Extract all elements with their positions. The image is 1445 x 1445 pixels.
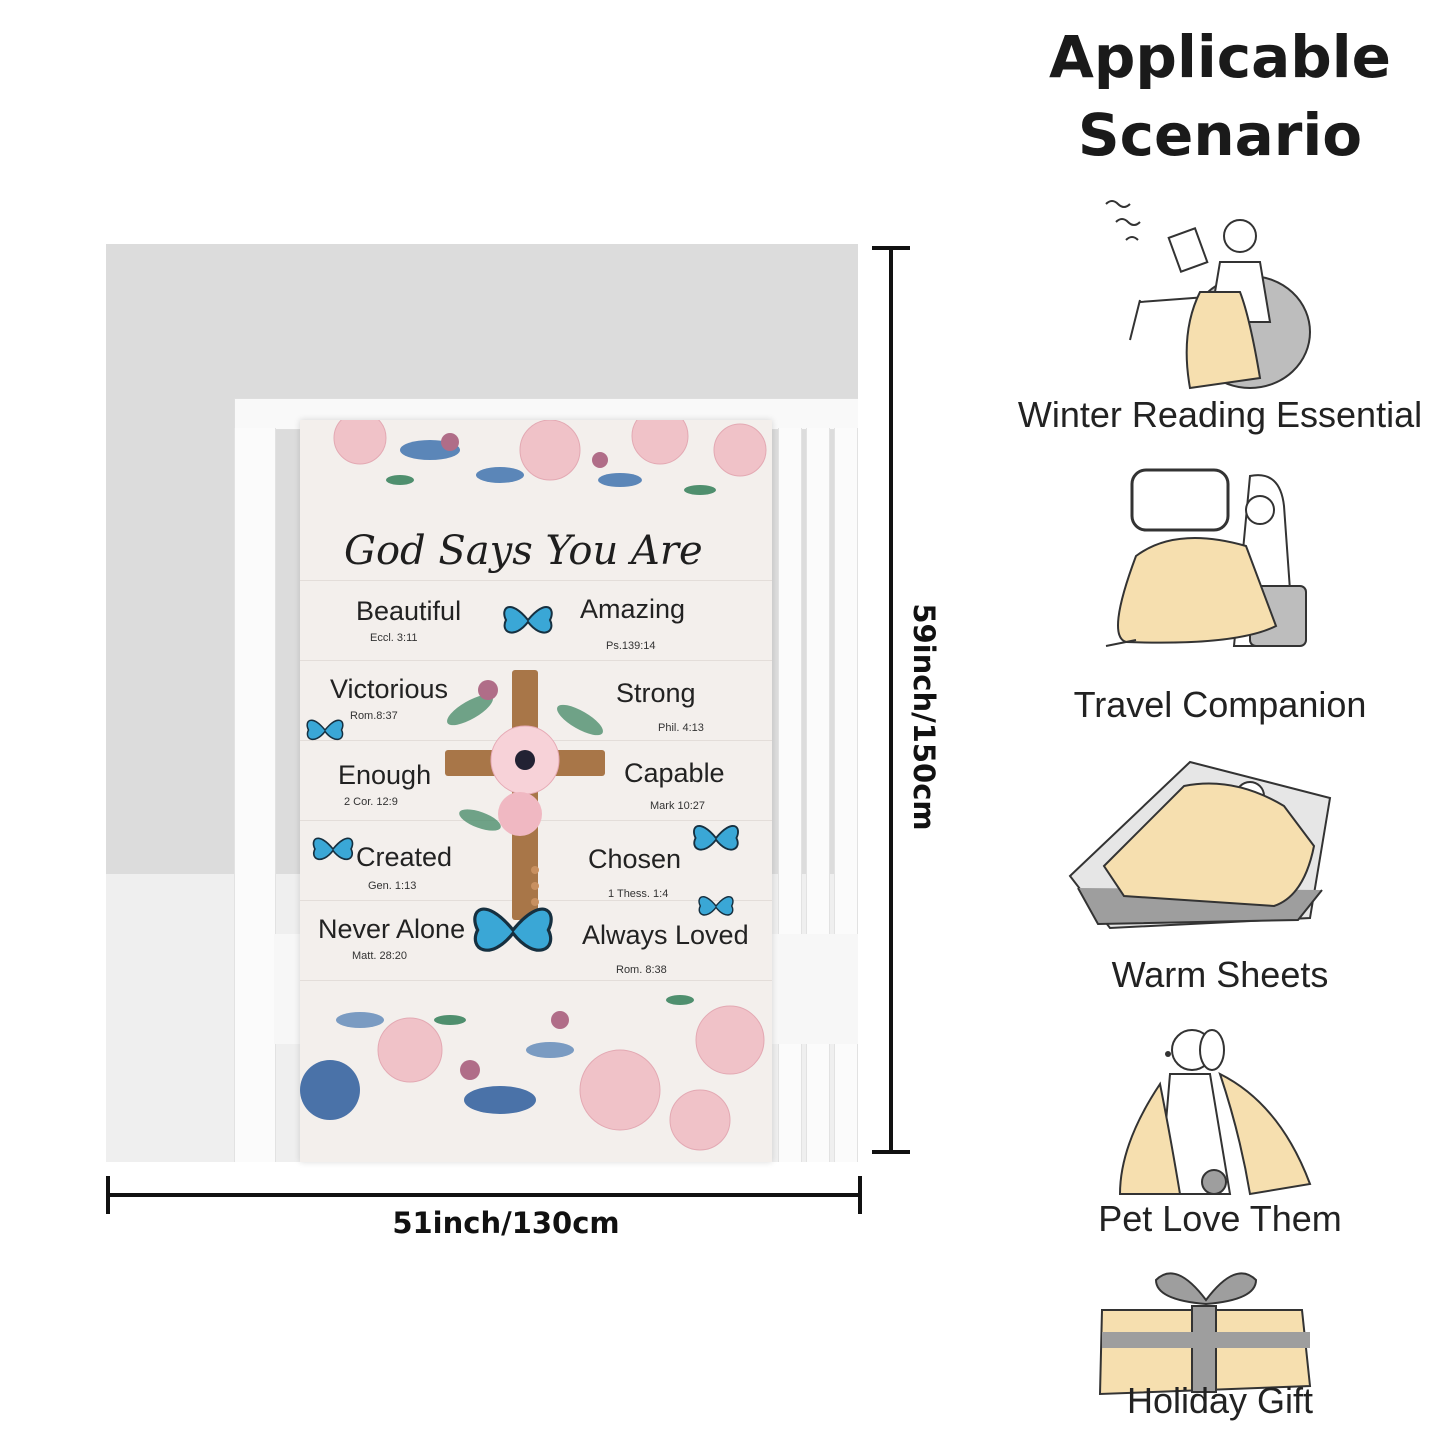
butterfly-icon [306,719,344,741]
ref-enough: 2 Cor. 12:9 [344,796,398,808]
crib-slat [778,428,802,1162]
scenario-label: Pet Love Them [1098,1198,1342,1239]
word-enough: Enough [338,760,432,790]
word-created: Created [356,842,453,872]
crib-slat [234,428,276,1162]
crib-slat [806,428,830,1162]
heading-line-1: Applicable [1049,23,1391,91]
word-capable: Capable [624,758,725,788]
ref-capable: Mark 10:27 [650,800,706,812]
sleeping-bed-icon [1068,760,1332,930]
scenario-heading: Applicable Scenario [1000,18,1440,174]
floral-cross-icon [445,670,605,920]
ref-beautiful: Eccl. 3:11 [370,632,418,644]
dog-blanket-icon [1118,1029,1312,1196]
butterfly-icon [503,606,553,634]
butterfly-icon [473,907,553,952]
top-floral-border [333,420,767,495]
heading-line-2: Scenario [1077,101,1363,169]
ref-always-loved: Rom. 8:38 [616,964,667,976]
scenario-label: Holiday Gift [1126,1380,1314,1421]
word-chosen: Chosen [588,844,682,874]
airplane-seat-person-icon [1105,468,1307,647]
butterfly-icon [312,837,354,861]
ref-victorious: Rom.8:37 [350,710,398,722]
height-dimension-line [872,246,910,1154]
word-strong: Strong [616,678,696,708]
butterfly-icon [698,896,734,916]
ref-amazing: Ps.139:14 [606,640,656,652]
butterfly-icon [693,825,739,851]
blanket: God Says You Are Beautiful Eccl. 3:11 Vi… [300,420,772,1162]
crib-slat [834,428,858,1162]
width-dimension-label: 51inch/130cm [392,1206,620,1240]
word-beautiful: Beautiful [356,596,462,626]
ref-chosen: 1 Thess. 1:4 [608,888,669,900]
word-victorious: Victorious [330,674,449,704]
ref-strong: Phil. 4:13 [658,722,704,734]
ref-created: Gen. 1:13 [368,880,417,892]
word-never-alone: Never Alone [318,914,466,944]
scenario-label: Warm Sheets [1111,954,1329,995]
width-dimension-line [106,1176,862,1214]
reading-person-icon [1105,200,1311,390]
gift-box-icon [1098,1272,1312,1396]
scenario-label: Travel Companion [1073,684,1367,725]
word-amazing: Amazing [580,594,686,624]
height-dimension-label: 59inch/150cm [907,603,941,831]
word-always-loved: Always Loved [582,920,749,950]
ref-never-alone: Matt. 28:20 [352,950,408,962]
blanket-title: God Says You Are [344,528,703,574]
scenario-label: Winter Reading Essential [1017,394,1423,435]
bottom-floral-border [300,995,765,1151]
